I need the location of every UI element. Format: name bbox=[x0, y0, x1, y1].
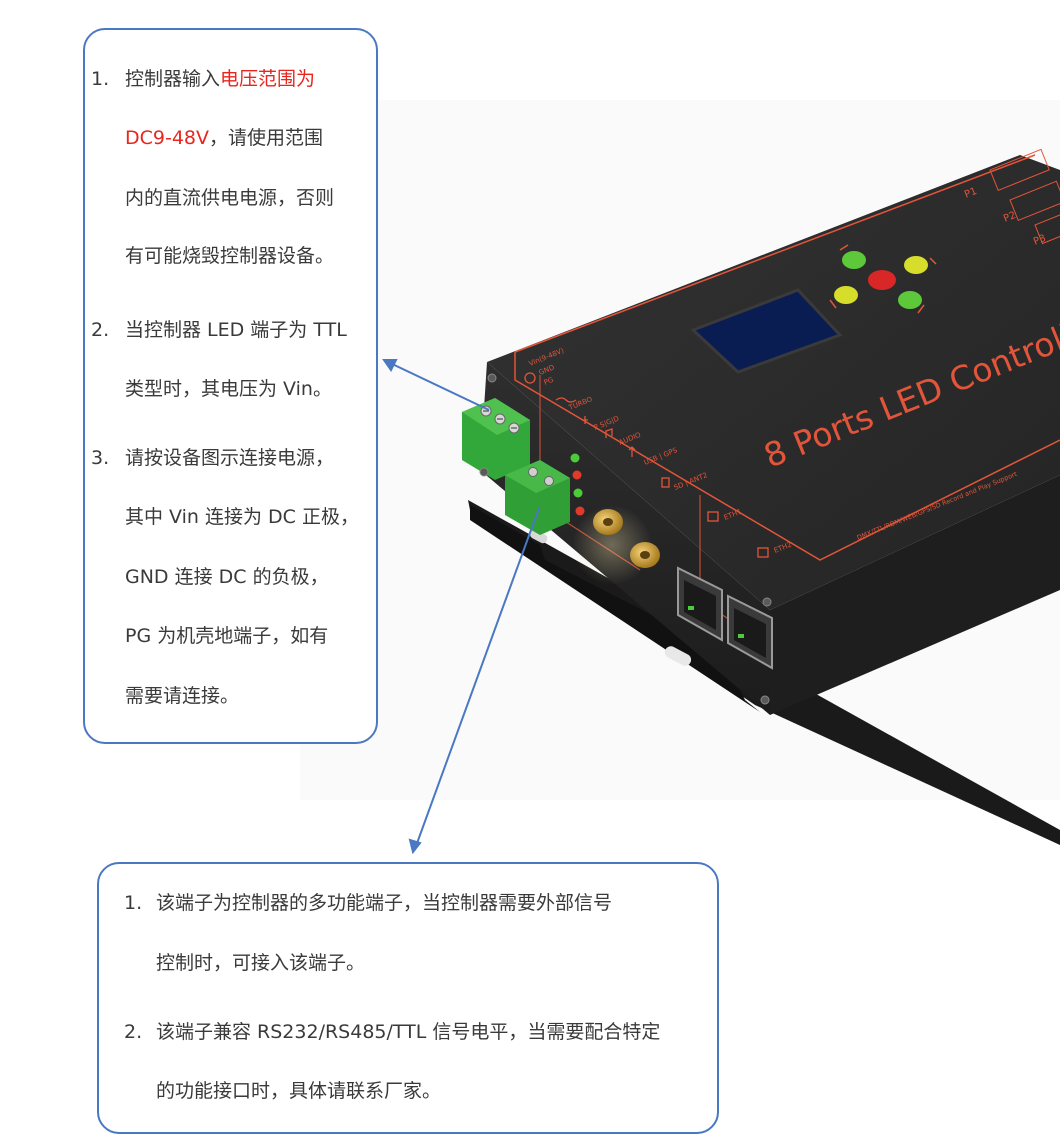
eth2-icon bbox=[757, 547, 769, 558]
terminal-callout-box bbox=[97, 862, 719, 1134]
lcd-screen bbox=[690, 288, 843, 374]
highlight-segment: 电压范围为 bbox=[220, 68, 316, 90]
power-terminal-block bbox=[462, 398, 530, 480]
item-number: 1. bbox=[124, 892, 143, 914]
text-segment: 控制器输入 bbox=[125, 68, 221, 90]
callout-line: 当控制器 LED 端子为 TTL bbox=[125, 319, 347, 341]
voltage-range-highlight: DC9-48V bbox=[125, 127, 210, 149]
sun-icon bbox=[582, 416, 588, 424]
antenna-connectors bbox=[572, 505, 660, 585]
status-leds bbox=[570, 453, 585, 516]
callout-line: 请按设备图示连接电源， bbox=[125, 447, 335, 469]
usb-icon bbox=[628, 446, 636, 457]
callout-line: 控制时，可接入该端子。 bbox=[156, 952, 366, 974]
callout-line: DC9-48V，请使用范围 bbox=[125, 126, 323, 150]
callout-line: 类型时，其电压为 Vin。 bbox=[125, 378, 332, 400]
item-number: 1. bbox=[91, 68, 110, 90]
item-number: 3. bbox=[91, 447, 110, 469]
audio-icon bbox=[605, 428, 613, 438]
control-buttons bbox=[829, 244, 937, 314]
item-number: 2. bbox=[91, 319, 110, 341]
callout-line: 该端子为控制器的多功能端子，当控制器需要外部信号 bbox=[156, 892, 613, 914]
eth1-icon bbox=[707, 511, 719, 522]
port-label-p1: P1 bbox=[963, 186, 979, 201]
callout-line: 有可能烧毁控制器设备。 bbox=[125, 245, 335, 267]
port-label-p3: P3 bbox=[1032, 233, 1048, 248]
turbo-icon bbox=[555, 397, 577, 403]
callout-line: 内的直流供电电源，否则 bbox=[125, 187, 335, 209]
sd-card-icon bbox=[661, 477, 670, 488]
multifunction-terminal-block bbox=[505, 460, 570, 535]
callout-line: PG 为机壳地端子，如有 bbox=[125, 625, 329, 647]
ethernet-ports bbox=[677, 566, 773, 670]
callout-line: 该端子兼容 RS232/RS485/TTL 信号电平，当需要配合特定 bbox=[156, 1021, 661, 1043]
pg-label: PG bbox=[543, 376, 555, 387]
callout-line: 其中 Vin 连接为 DC 正极， bbox=[125, 506, 359, 528]
port-label-p2: P2 bbox=[1002, 210, 1018, 225]
power-icon bbox=[524, 372, 536, 384]
callout-line: 需要请连接。 bbox=[125, 685, 240, 707]
callout-arrows bbox=[382, 359, 540, 855]
callout-line: 的功能接口时，具体请联系厂家。 bbox=[156, 1080, 442, 1102]
power-callout-box bbox=[83, 28, 378, 744]
text-segment: ，请使用范围 bbox=[209, 127, 324, 149]
item-number: 2. bbox=[124, 1021, 143, 1043]
callout-line: GND 连接 DC 的负极， bbox=[125, 566, 329, 588]
callout-line: 控制器输入电压范围为 bbox=[125, 67, 315, 91]
